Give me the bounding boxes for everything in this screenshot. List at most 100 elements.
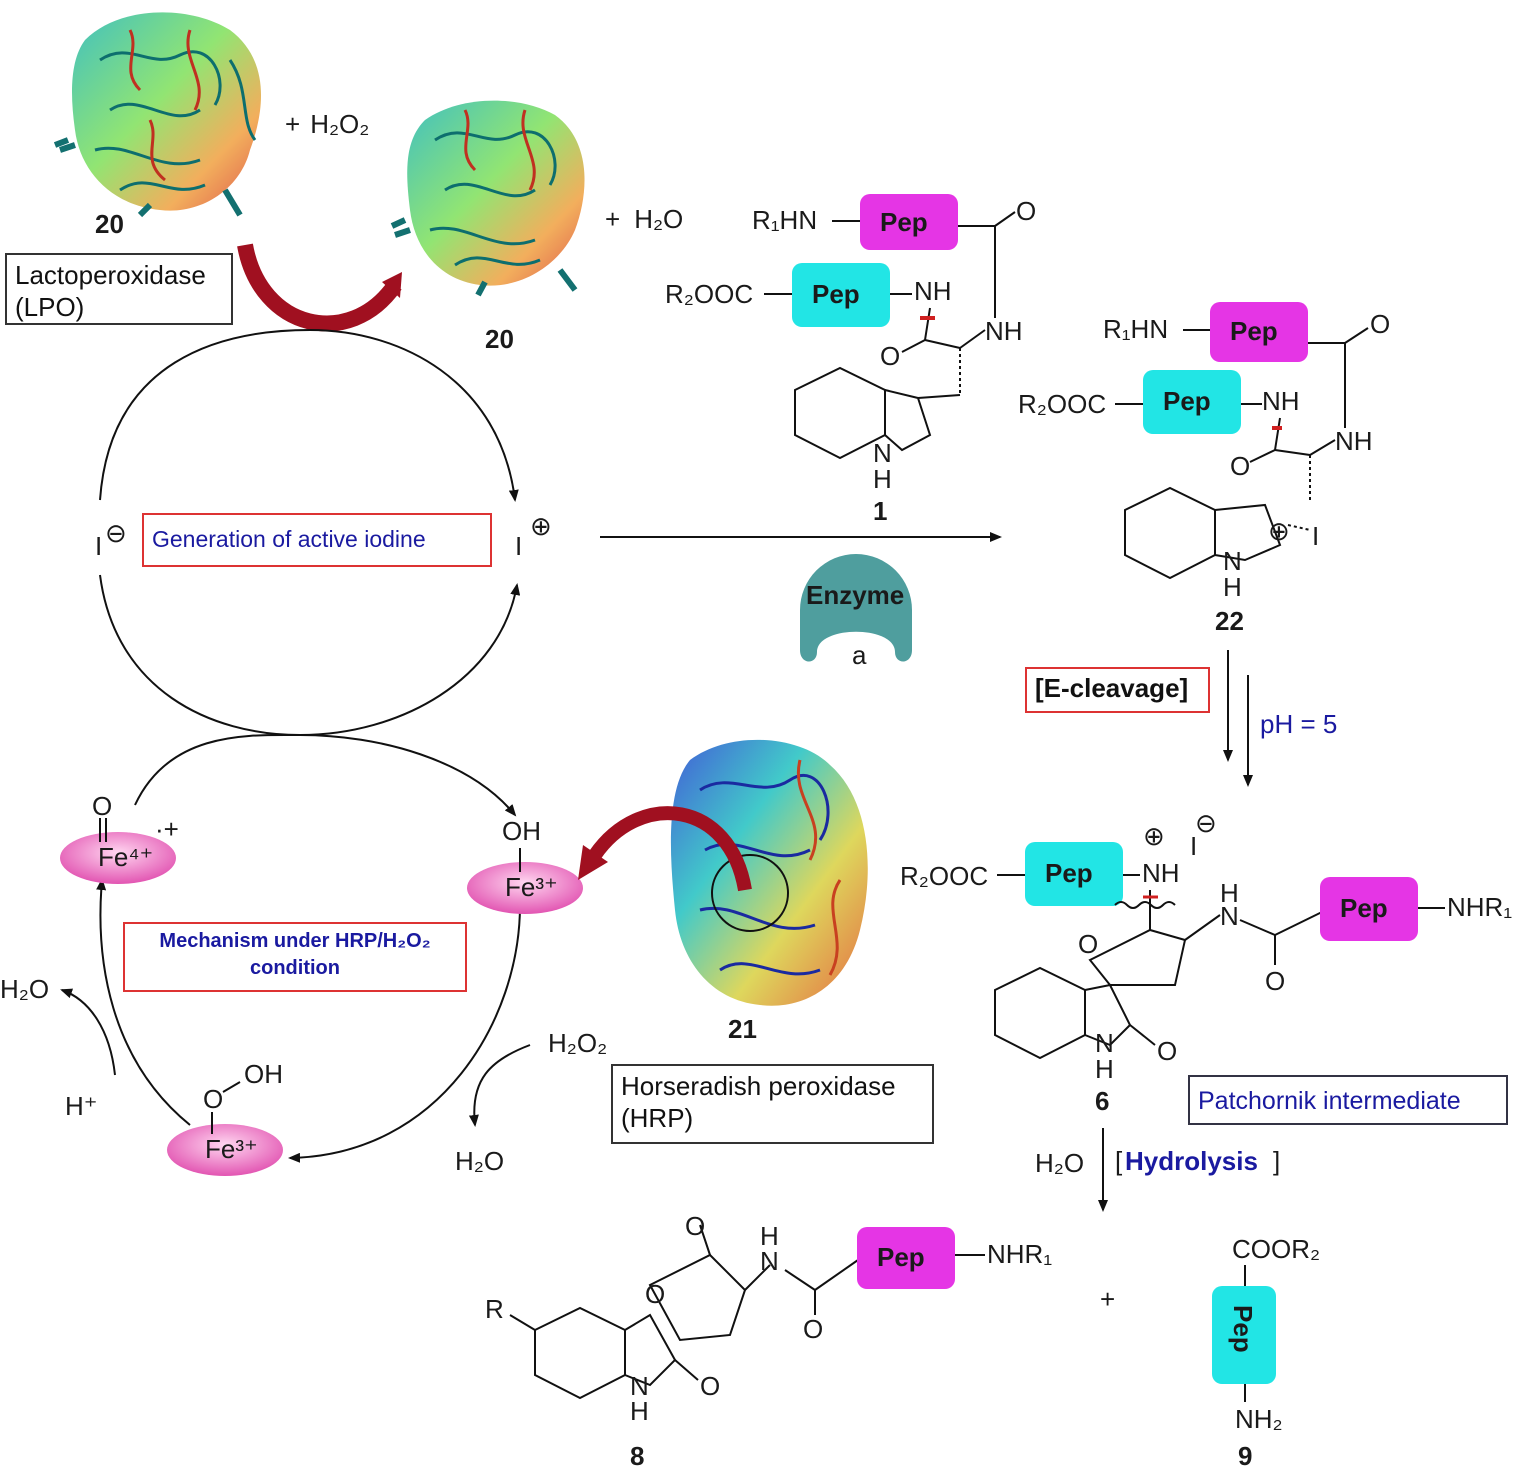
fe3-label-a: Fe³⁺ <box>505 872 558 902</box>
svg-text:O: O <box>700 1371 720 1401</box>
svg-text:NH: NH <box>1142 858 1180 888</box>
hrp-arrow-head <box>578 845 608 880</box>
svg-text:NHR₁: NHR₁ <box>1447 892 1512 922</box>
pep-magenta-6: Pep <box>1340 893 1388 923</box>
lpo-arrow-head <box>382 272 402 298</box>
fe3-peroxo-o: O <box>203 1084 223 1114</box>
ecleavage-label: [E-cleavage] <box>1035 673 1189 703</box>
pep-cyan-9: Pep <box>1228 1305 1258 1353</box>
hydrolysis-label: Hydrolysis <box>1125 1146 1258 1176</box>
protein-20-structure-b <box>390 100 585 297</box>
svg-text:NHR₁: NHR₁ <box>987 1239 1052 1269</box>
iodine-cycle-lower <box>99 574 521 737</box>
svg-text:⊕: ⊕ <box>1143 821 1165 851</box>
r2ooc-1: R₂OOC <box>665 279 753 309</box>
svg-text:O: O <box>803 1314 823 1344</box>
h-plus: H⁺ <box>65 1091 98 1121</box>
fe4-ellipse <box>60 832 176 884</box>
ph-label: pH = 5 <box>1260 709 1337 739</box>
water-release-arrow <box>60 988 116 1076</box>
svg-text:O: O <box>645 1279 665 1309</box>
pep-magenta-1: Pep <box>880 207 928 237</box>
mechanism-line1: Mechanism under HRP/H₂O₂ <box>159 930 431 952</box>
hydrolysis-bracket-open: [ <box>1115 1146 1123 1176</box>
compound-1-label: 1 <box>873 496 887 526</box>
plus-h2o2-top: +H₂O₂ <box>285 109 369 139</box>
svg-text:N: N <box>873 438 892 468</box>
compound-6-structure: I ⊖ Pep R₂OOC NH ⊕ O H N O Pep NHR₁ O N … <box>900 808 1512 1084</box>
pep-magenta-8: Pep <box>877 1242 925 1272</box>
iodide-charge: ⊖ <box>105 518 127 548</box>
pep-magenta-22: Pep <box>1230 316 1278 346</box>
h2o-hydrolysis: H₂O <box>1035 1148 1084 1178</box>
patchornik-box: Patchornik intermediate <box>1188 1075 1508 1125</box>
compound-1-structure: Pep R₁HN O NH Pep R₂OOC NH O N H <box>665 194 1036 494</box>
compound-9-structure: COOR₂ Pep NH₂ <box>1212 1234 1320 1434</box>
fe3-ooh-ellipse <box>167 1124 283 1176</box>
fe3-oh-ellipse <box>467 862 583 914</box>
h2o2-right: H₂O₂ <box>548 1028 607 1058</box>
svg-text:N: N <box>630 1371 649 1401</box>
pep-cyan-22: Pep <box>1163 386 1211 416</box>
pep-cyan-1: Pep <box>812 279 860 309</box>
lpo-box: Lactoperoxidase (LPO) <box>5 253 233 325</box>
plus-products: + <box>1100 1284 1115 1314</box>
svg-text:N: N <box>1220 901 1239 931</box>
svg-text:NH₂: NH₂ <box>1235 1404 1283 1434</box>
svg-text:O: O <box>1370 309 1390 339</box>
svg-text:O: O <box>1230 451 1250 481</box>
svg-text:I: I <box>1312 521 1319 551</box>
fe-cycle-right <box>288 904 521 1163</box>
protein-21-structure <box>670 739 868 1006</box>
svg-text:H: H <box>1220 878 1239 908</box>
svg-text:N: N <box>1223 546 1242 576</box>
mechanism-box: Mechanism under HRP/H₂O₂ condition <box>123 922 467 992</box>
r2ooc-22: R₂OOC <box>1018 389 1106 419</box>
enzyme-sub-label: a <box>852 640 867 670</box>
fe3-label-b: Fe³⁺ <box>205 1134 258 1164</box>
svg-text:O: O <box>880 341 900 371</box>
svg-text:R: R <box>485 1294 504 1324</box>
svg-text:N: N <box>1095 1028 1114 1058</box>
svg-text:NH: NH <box>1335 426 1373 456</box>
compound-22-structure: Pep R₁HN O NH Pep R₂OOC NH O ⊕ I N H <box>1018 302 1390 602</box>
r1hn-1: R₁HN <box>752 205 817 235</box>
enzyme-shape <box>800 554 912 662</box>
compound-22-label: 22 <box>1215 606 1244 636</box>
fe-cycle-top <box>134 733 517 817</box>
fe3-hydroxo: OH <box>502 816 541 846</box>
hrp-curved-arrow <box>589 806 752 892</box>
protein-20-structure-a <box>53 12 262 218</box>
compound-9-label: 9 <box>1238 1441 1252 1471</box>
fe4-label: Fe⁴⁺ <box>98 842 153 872</box>
compound-21-label: 21 <box>728 1014 757 1044</box>
iodine-cycle-upper <box>99 328 519 502</box>
svg-text:NH: NH <box>914 276 952 306</box>
ecleavage-box: [E-cleavage] <box>1025 667 1210 713</box>
fe3-peroxo-oh: OH <box>244 1059 283 1089</box>
fe4-oxo: O <box>92 791 112 821</box>
enzyme-label: Enzyme <box>806 580 904 610</box>
iodonium-charge: ⊕ <box>530 511 552 541</box>
mechanism-line2: condition <box>250 957 340 979</box>
pep-cyan-6: Pep <box>1045 858 1093 888</box>
hrp-abbrev: (HRP) <box>621 1103 694 1133</box>
hrp-box: Horseradish peroxidase (HRP) <box>611 1064 934 1144</box>
generation-box: Generation of active iodine <box>142 513 492 567</box>
h2o-left: H₂O <box>0 974 49 1004</box>
svg-text:H: H <box>630 1396 649 1426</box>
fe4-radical: ·+ <box>155 814 179 844</box>
lpo-name: Lactoperoxidase <box>15 260 206 290</box>
compound-8-structure: O O H N O Pep NHR₁ O R N H <box>485 1211 1052 1426</box>
svg-text:⊖: ⊖ <box>1195 808 1217 838</box>
h2o2-consume-arrow <box>468 1044 531 1127</box>
compound-6-label: 6 <box>1095 1086 1109 1116</box>
generation-label: Generation of active iodine <box>152 526 426 552</box>
compound-20-label-a: 20 <box>95 209 124 239</box>
lpo-abbrev: (LPO) <box>15 292 85 322</box>
svg-text:H: H <box>760 1221 779 1251</box>
svg-text:I: I <box>1190 831 1197 861</box>
svg-text:O: O <box>1265 966 1285 996</box>
